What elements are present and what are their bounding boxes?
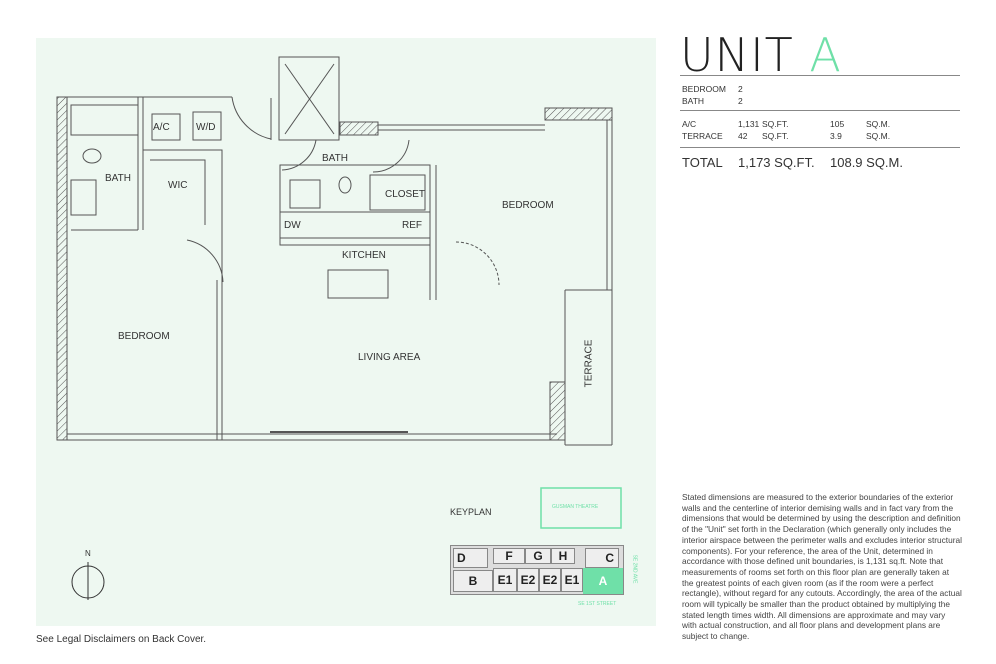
keyplan-label: KEYPLAN	[450, 507, 492, 517]
total-sqft: 1,173 SQ.FT.	[738, 155, 815, 170]
keyplan-unit-b: B	[453, 570, 493, 592]
divider	[680, 75, 960, 76]
ac-sqft-unit: SQ.FT.	[762, 119, 789, 129]
terrace-label: TERRACE	[682, 131, 723, 141]
room-bedroom-1: BEDROOM	[118, 331, 170, 342]
keyplan-unit-a: A	[583, 568, 623, 594]
footer-note: See Legal Disclaimers on Back Cover.	[36, 634, 207, 645]
disclaimer-text: Stated dimensions are measured to the ex…	[682, 492, 962, 642]
terrace-sqft-unit: SQ.FT.	[762, 131, 789, 141]
room-wic: WIC	[168, 180, 188, 191]
room-ac: A/C	[153, 122, 170, 133]
appliance-ref: REF	[402, 220, 422, 231]
gusman-theatre: GUSMAN THEATRE	[552, 504, 599, 510]
keyplan-unit-f: F	[493, 548, 525, 564]
room-bath-1: BATH	[105, 173, 131, 184]
room-kitchen: KITCHEN	[342, 250, 386, 261]
total-label: TOTAL	[682, 155, 723, 170]
ac-sqm-unit: SQ.M.	[866, 119, 891, 129]
room-closet: CLOSET	[385, 189, 426, 200]
total-sqm: 108.9 SQ.M.	[830, 155, 903, 170]
ac-sqm: 105	[830, 119, 845, 129]
room-bedroom-2: BEDROOM	[502, 200, 554, 211]
terrace-sqft: 42	[738, 131, 748, 141]
ac-sqft: 1,131	[738, 119, 760, 129]
room-wd: W/D	[196, 122, 216, 133]
keyplan-unit-e1: E1	[561, 568, 583, 592]
bedroom-count: 2	[738, 84, 743, 94]
keyplan-unit-d: D	[453, 548, 488, 568]
appliance-dw: DW	[284, 220, 301, 231]
keyplan-unit-c: C	[585, 548, 619, 568]
divider	[680, 147, 960, 148]
terrace-sqm: 3.9	[830, 131, 842, 141]
street-label-1st: SE 1ST STREET	[578, 601, 617, 607]
keyplan-unit-e1: E1	[493, 568, 517, 592]
keyplan-unit-g: G	[525, 548, 551, 564]
room-living: LIVING AREA	[358, 352, 421, 363]
bath-label: BATH	[682, 96, 705, 106]
room-terrace: TERRACE	[583, 339, 595, 388]
keyplan-unit-h: H	[551, 548, 575, 564]
street-label-2nd: SE 2ND AVE	[631, 554, 638, 584]
divider	[680, 110, 960, 111]
ac-label: A/C	[682, 119, 697, 129]
unit-title: UNIT A	[680, 28, 842, 82]
room-bath-2: BATH	[322, 153, 348, 164]
compass-north: N	[85, 549, 91, 558]
bedroom-label: BEDROOM	[682, 84, 726, 94]
keyplan-map: D F G H C B E1 E2 E2 E1 A	[450, 545, 624, 595]
keyplan-unit-e2: E2	[539, 568, 561, 592]
bath-count: 2	[738, 96, 743, 106]
keyplan-unit-e2: E2	[517, 568, 539, 592]
terrace-sqm-unit: SQ.M.	[866, 131, 891, 141]
